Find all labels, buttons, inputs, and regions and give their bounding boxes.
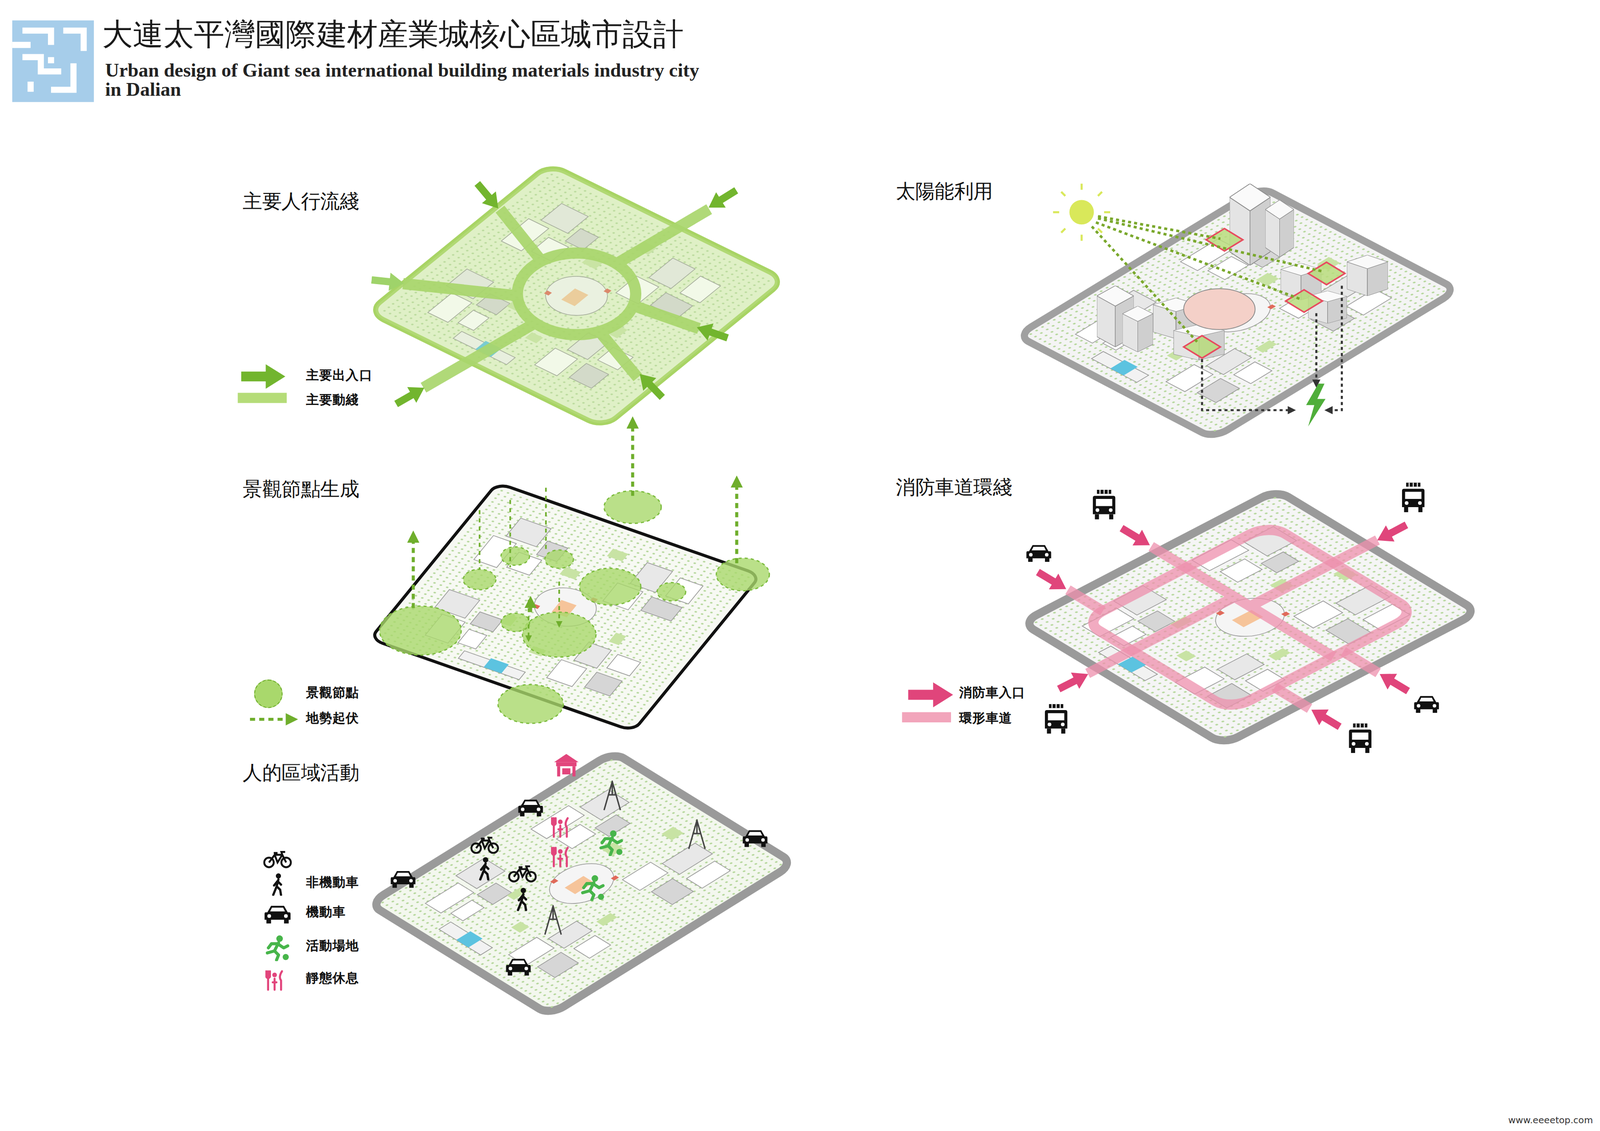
legend-swatch: [902, 712, 951, 723]
page-title: 大連太平灣國際建材産業城核心區城市設計: [102, 16, 684, 54]
activity-plan: [264, 752, 794, 1016]
legend-text: 主要動綫: [306, 391, 359, 408]
legend-swatch: [237, 392, 287, 403]
legend-text: 環形車道: [959, 710, 1013, 726]
legend-swatch: [254, 679, 283, 709]
legend-text: 景觀節點: [306, 684, 359, 701]
section-heading: 景觀節點生成: [242, 477, 359, 501]
pedestrian-flow-plan: [241, 163, 786, 428]
landscape-node-plan: [249, 422, 770, 732]
legend-text: 消防車入口: [959, 684, 1026, 701]
section-heading: 人的區域活動: [242, 761, 359, 785]
legend-text: 靜態休息: [306, 970, 359, 987]
logo: [12, 20, 94, 103]
legend-text: 非機動車: [306, 874, 359, 890]
legend-dashed-arrow: [249, 717, 292, 722]
legend-arrow: [908, 682, 953, 708]
legend-text: 地勢起伏: [306, 710, 359, 726]
legend-text: 主要出入口: [306, 367, 373, 383]
legend-icons: [264, 851, 291, 990]
english-subtitle: Urban design of Giant sea international …: [104, 60, 717, 99]
solar-energy-model: [1017, 183, 1458, 439]
watermark: www.eeeetop.com: [1508, 1115, 1594, 1127]
legend-arrow: [241, 364, 286, 390]
legend-text: 機動車: [306, 903, 346, 920]
legend-text: 活動場地: [306, 937, 359, 954]
section-heading: 太陽能利用: [895, 179, 993, 203]
section-heading: 主要人行流綫: [242, 189, 359, 213]
fire-lane-plan: [908, 480, 1496, 755]
section-heading: 消防車道環綫: [895, 475, 1013, 499]
